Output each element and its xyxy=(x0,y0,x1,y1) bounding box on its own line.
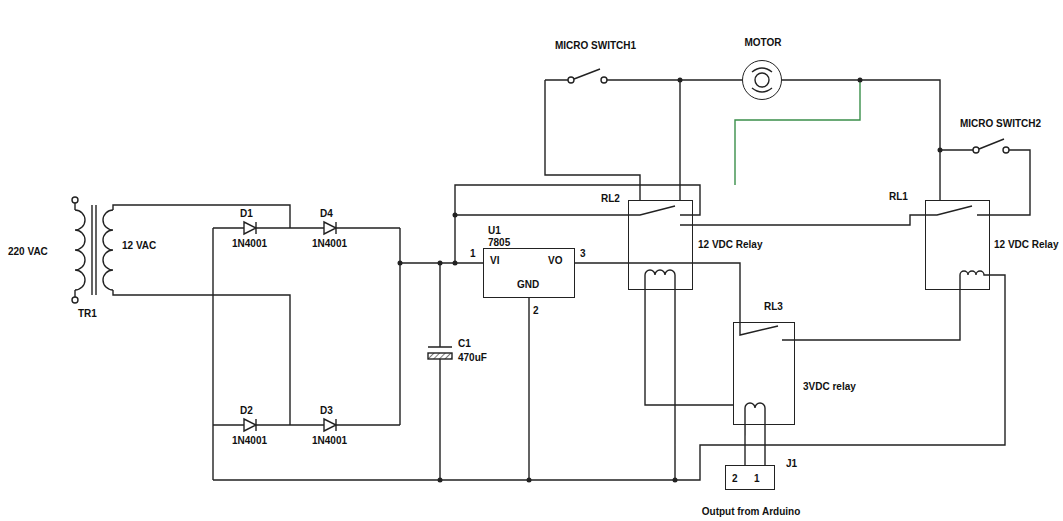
diode-symbol xyxy=(244,419,256,431)
part-label: 220 VAC xyxy=(8,246,48,258)
part-label: MICRO SWITCH2 xyxy=(960,118,1041,130)
diode-symbol xyxy=(324,419,336,431)
switch-contact xyxy=(1003,147,1009,153)
component-label: MOTOR xyxy=(744,37,781,49)
junctions xyxy=(398,78,943,483)
wire xyxy=(680,80,742,200)
component-label: 12 VDC Relay xyxy=(994,239,1058,251)
junction-dot xyxy=(398,261,403,266)
part-label: C1 xyxy=(458,338,471,350)
component-label: 2 xyxy=(732,473,738,485)
junction-dot xyxy=(453,261,458,266)
relay-box: RL112 VDC Relay xyxy=(925,200,990,290)
part-label: D4 xyxy=(320,208,333,220)
wire xyxy=(645,290,733,405)
motor-brush xyxy=(752,68,772,92)
component-label: 1 xyxy=(754,473,760,485)
part-label: 1N4001 xyxy=(312,435,347,447)
part-label: D1 xyxy=(240,208,253,220)
part-label: 3 xyxy=(580,248,586,260)
component-label: 12 VDC Relay xyxy=(698,239,762,251)
junction-dot xyxy=(438,261,443,266)
component-label: U1 xyxy=(488,225,501,237)
relay-coil xyxy=(745,403,765,425)
part-label: 1N4001 xyxy=(232,238,267,250)
component-label: GND xyxy=(517,279,539,291)
part-label: 1N4001 xyxy=(232,435,267,447)
secondary-wire xyxy=(113,205,290,425)
wires-static xyxy=(72,68,1030,480)
motor-symbol: MOTOR xyxy=(742,60,782,100)
diode-symbol xyxy=(244,222,256,234)
relay-coil xyxy=(960,271,990,290)
capacitor-plate xyxy=(428,353,452,359)
component-label: 7805 xyxy=(488,237,510,249)
component-label: RL1 xyxy=(889,191,908,203)
part-label: D2 xyxy=(240,405,253,417)
wire xyxy=(795,290,960,340)
relay-box: RL212 VDC Relay xyxy=(628,200,693,290)
junction-dot xyxy=(527,478,532,483)
motor-rotor xyxy=(755,73,769,87)
terminal xyxy=(72,297,78,303)
bridge-wire xyxy=(213,228,483,480)
regulator-ic: U17805VIVOGND xyxy=(483,248,575,298)
wire xyxy=(782,80,940,200)
junction-dot xyxy=(453,213,458,218)
part-label: TR1 xyxy=(78,308,97,320)
secondary-coil xyxy=(103,210,113,290)
component-label: VO xyxy=(548,255,562,267)
switch-symbol xyxy=(545,69,680,200)
terminal xyxy=(72,197,78,203)
transformer-core xyxy=(95,205,96,295)
component-label: RL2 xyxy=(601,193,620,205)
switch-contact xyxy=(973,147,979,153)
part-label: MICRO SWITCH1 xyxy=(555,40,636,52)
diode-symbol xyxy=(324,222,336,234)
wire xyxy=(744,425,745,465)
relay-contact xyxy=(628,206,693,225)
relay-box: RL33VDC relay xyxy=(733,322,795,425)
relay-coil xyxy=(645,270,675,290)
part-label: D3 xyxy=(320,405,333,417)
primary-lead xyxy=(74,203,75,297)
relay-contact xyxy=(925,206,990,215)
part-label: 1 xyxy=(470,248,476,260)
supply-wire xyxy=(455,185,925,263)
capacitor-wire xyxy=(428,263,452,480)
part-label: 470uF xyxy=(458,352,487,364)
connector-header: 21J1Output from Arduino xyxy=(725,465,775,490)
component-label: J1 xyxy=(786,458,797,470)
part-label: 12 VAC xyxy=(122,240,156,252)
primary-coil xyxy=(75,210,85,290)
green-wire xyxy=(735,80,860,185)
part-label: 1N4001 xyxy=(312,238,347,250)
transformer-core xyxy=(91,205,92,295)
switch-contact xyxy=(568,77,574,83)
junction-dot xyxy=(438,478,443,483)
relay-contact xyxy=(740,322,795,340)
diodes xyxy=(244,222,336,431)
coil-wire xyxy=(764,425,765,465)
switch-contact xyxy=(601,77,607,83)
ground-wire xyxy=(213,275,1005,480)
component-label: RL3 xyxy=(764,301,783,313)
wire xyxy=(575,263,740,322)
part-label: 2 xyxy=(533,305,539,317)
component-label: Output from Arduino xyxy=(702,506,801,518)
component-label: VI xyxy=(490,255,499,267)
switch-symbol xyxy=(940,139,1030,215)
component-label: 3VDC relay xyxy=(803,381,856,393)
junction-dot xyxy=(673,478,678,483)
